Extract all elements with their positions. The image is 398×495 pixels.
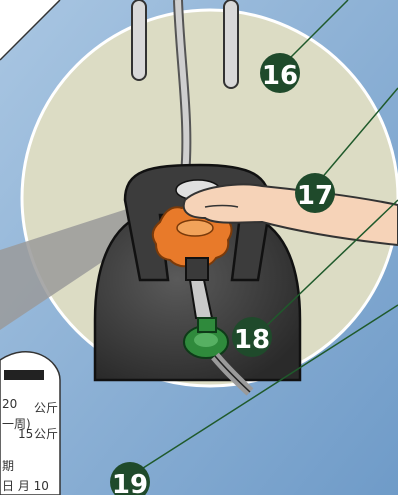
tag-line2-value: 15	[18, 427, 33, 441]
tag-line3-prefix: 期	[2, 459, 14, 473]
cylinder-tag: 20 公斤 一周) 15 公斤 期 日 月 10	[0, 352, 60, 495]
callout-19-label: 19	[112, 470, 148, 495]
callout-16-label: 16	[262, 61, 298, 91]
callout-18-label: 18	[234, 325, 270, 355]
tag-line1-value: 20	[2, 397, 17, 411]
callout-17-label: 17	[297, 181, 333, 211]
callout-17: 17	[295, 173, 335, 213]
tag-line2-unit: 公斤	[34, 427, 58, 441]
tag-line1-unit: 公斤	[34, 401, 58, 415]
callout-18: 18	[232, 317, 272, 357]
tag-line4: 日 月 10	[2, 479, 49, 493]
callout-16: 16	[260, 53, 300, 93]
barcode-icon	[4, 370, 44, 380]
